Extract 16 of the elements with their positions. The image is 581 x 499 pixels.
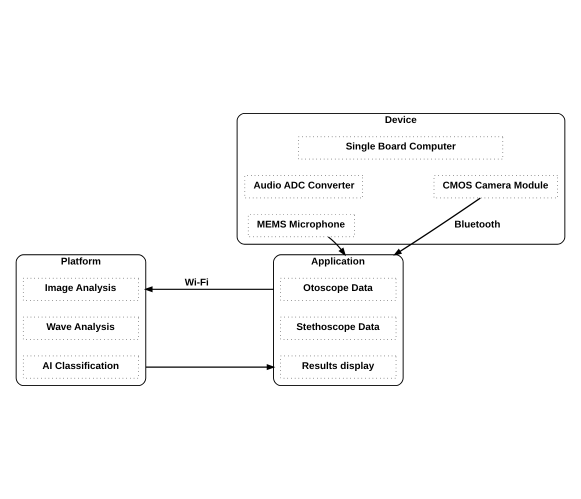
node-box: Single Board Computer	[298, 136, 504, 160]
node-box: MEMS Microphone	[248, 214, 355, 238]
node-box: Otoscope Data	[280, 278, 396, 301]
edge-label: Wi-Fi	[184, 277, 209, 288]
node-box: AI Classification	[22, 356, 139, 378]
arrow	[328, 236, 346, 256]
node-box: Wave Analysis	[22, 316, 139, 340]
arrow	[144, 286, 274, 292]
node-box: Image Analysis	[22, 278, 139, 301]
arrow	[146, 364, 276, 370]
node-box: CMOS Camera Module	[434, 175, 558, 198]
node-box: Audio ADC Converter	[244, 175, 364, 198]
arrow	[393, 198, 481, 256]
node-box: Stethoscope Data	[280, 316, 396, 340]
node-box: Results display	[280, 356, 396, 378]
edge-label: Bluetooth	[454, 219, 500, 230]
